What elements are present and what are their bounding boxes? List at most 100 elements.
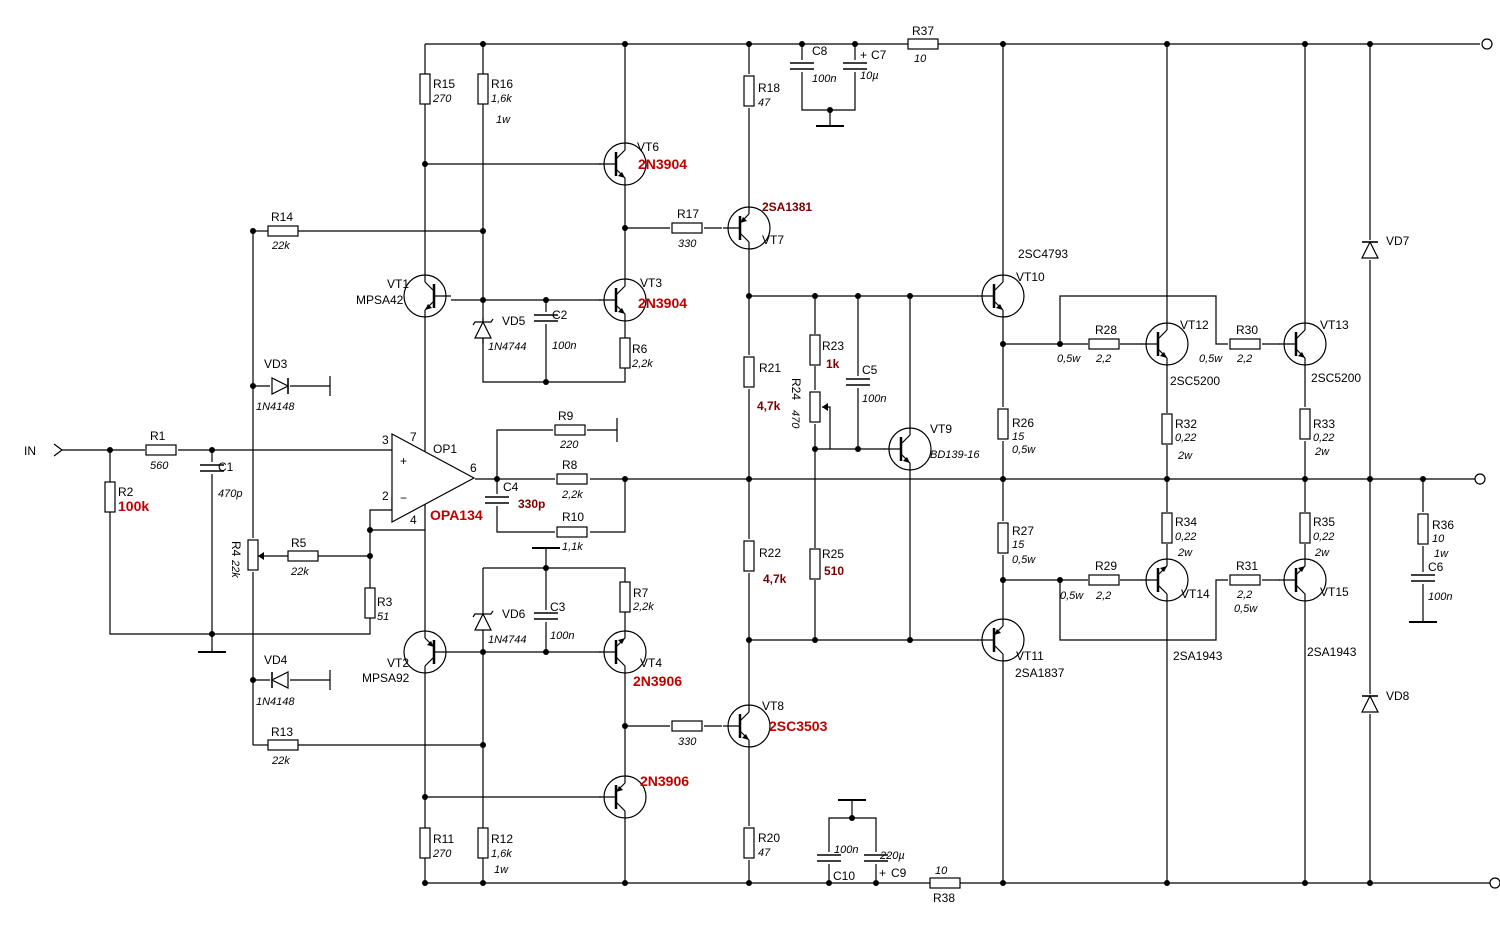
potentiometer-r24 <box>809 391 828 423</box>
ref-vt14: VT14 <box>1181 587 1210 601</box>
ref-vt12: VT12 <box>1180 318 1209 332</box>
ref-vt2: VT2 <box>387 656 409 670</box>
ref-r28: R28 <box>1095 323 1117 337</box>
resistor-r15 <box>419 73 431 105</box>
ref-c6: C6 <box>1428 560 1444 574</box>
resistor-r2 <box>104 481 116 513</box>
value-r13: 22k <box>271 755 290 767</box>
capacitor-c5 <box>845 375 871 389</box>
transistor-vt1 <box>402 268 453 324</box>
power-r36: 1w <box>1434 548 1449 560</box>
ref-vd7: VD7 <box>1386 234 1410 248</box>
value-r28: 2,2 <box>1095 353 1111 365</box>
ref-r3: R3 <box>377 595 393 609</box>
ref-c7: C7 <box>871 48 887 62</box>
value-c8: 100n <box>812 73 836 85</box>
resistor-r31 <box>1229 574 1261 586</box>
value-r5: 22k <box>290 566 309 578</box>
capacitor-c4 <box>484 493 510 507</box>
ref-c9: C9 <box>891 866 907 880</box>
value-r23: 1k <box>826 357 840 371</box>
ref-vd8: VD8 <box>1386 689 1410 703</box>
value-r15: 270 <box>432 93 452 105</box>
opamp-op1 <box>391 432 476 524</box>
ref-r38: R38 <box>933 891 955 905</box>
ref-r9: R9 <box>558 409 574 423</box>
resistor-r33 <box>1299 408 1311 440</box>
value-r24: 470 <box>789 410 801 429</box>
terminal-bottom <box>1489 877 1500 889</box>
value-c3: 100n <box>550 630 574 642</box>
resistor-r25 <box>809 548 821 580</box>
sign-op1-plus: + <box>400 454 407 468</box>
transistor-vt2 <box>402 624 453 680</box>
power-r33: 2w <box>1314 446 1330 458</box>
part-vt3: 2N3904 <box>638 295 687 311</box>
pin-op1-out: 6 <box>470 461 477 475</box>
value-r9: 220 <box>559 439 579 451</box>
ref-vt9: VT9 <box>930 422 952 436</box>
pin-op1-minus: 2 <box>382 489 389 503</box>
resistor-r21 <box>743 356 755 388</box>
ref-vd5: VD5 <box>502 314 526 328</box>
resistor-r36 <box>1417 513 1429 545</box>
value-r38: 10 <box>935 865 948 877</box>
value-r14: 22k <box>271 240 290 252</box>
transistor-vt5 <box>597 769 648 825</box>
part-vt2: MPSA92 <box>362 671 410 685</box>
ref-r2: R2 <box>118 485 134 499</box>
value-r31: 2,2 <box>1236 589 1252 601</box>
value-c5: 100n <box>862 393 886 405</box>
resistor-r35 <box>1299 512 1311 544</box>
power-r16: 1w <box>496 114 511 126</box>
value-c1: 470p <box>218 488 242 500</box>
ref-vt1: VT1 <box>387 277 409 291</box>
resistor-r22 <box>743 540 755 572</box>
resistor-r6 <box>619 337 631 369</box>
ref-c4: C4 <box>503 480 519 494</box>
ref-vt3: VT3 <box>640 276 662 290</box>
ref-c1: C1 <box>218 460 234 474</box>
value-r20: 47 <box>758 847 771 859</box>
value-c7: 10µ <box>860 70 879 82</box>
capacitor-c8 <box>789 59 815 73</box>
resistor-r8 <box>556 473 588 485</box>
zener-vd5 <box>472 318 494 344</box>
resistor-r7 <box>619 581 631 613</box>
part-vt1: MPSA42 <box>356 293 404 307</box>
value-r17: 330 <box>678 238 697 250</box>
part-vt11: 2SA1837 <box>1015 666 1065 680</box>
ref-r23: R23 <box>822 339 844 353</box>
ref-r37: R37 <box>912 24 934 38</box>
value-c10: 100n <box>834 844 858 856</box>
resistor-r32 <box>1161 413 1173 445</box>
resistor-r37 <box>907 38 939 50</box>
sign-c7: + <box>860 48 867 62</box>
pin-op1-plus: 3 <box>382 433 389 447</box>
resistor-r9 <box>554 424 586 436</box>
power-r12: 1w <box>494 864 509 876</box>
ref-vd3: VD3 <box>264 357 288 371</box>
ref-r29: R29 <box>1095 559 1117 573</box>
resistor-r1 <box>145 444 177 456</box>
value-r16: 1,6k <box>491 93 512 105</box>
value-r30: 2,2 <box>1236 353 1252 365</box>
value-r4: 22k <box>229 559 241 578</box>
ref-r33: R33 <box>1313 417 1335 431</box>
ref-c3: C3 <box>550 600 566 614</box>
junction-dots <box>107 41 1426 886</box>
ref-r13: R13 <box>271 725 293 739</box>
value-r8: 2,2k <box>561 489 583 501</box>
ref-vd6: VD6 <box>502 607 526 621</box>
resistor-r3 <box>364 587 376 619</box>
resistor-r20 <box>743 827 755 859</box>
resistor-r17 <box>671 222 703 234</box>
power-r35: 2w <box>1314 547 1330 559</box>
resistor-r28 <box>1088 338 1120 350</box>
ref-r5: R5 <box>291 536 307 550</box>
ref-r1: R1 <box>150 429 166 443</box>
ref-r36: R36 <box>1432 518 1454 532</box>
sign-op1-minus: − <box>400 491 407 505</box>
terminal-top <box>1481 38 1493 50</box>
label-input: IN <box>24 444 36 458</box>
